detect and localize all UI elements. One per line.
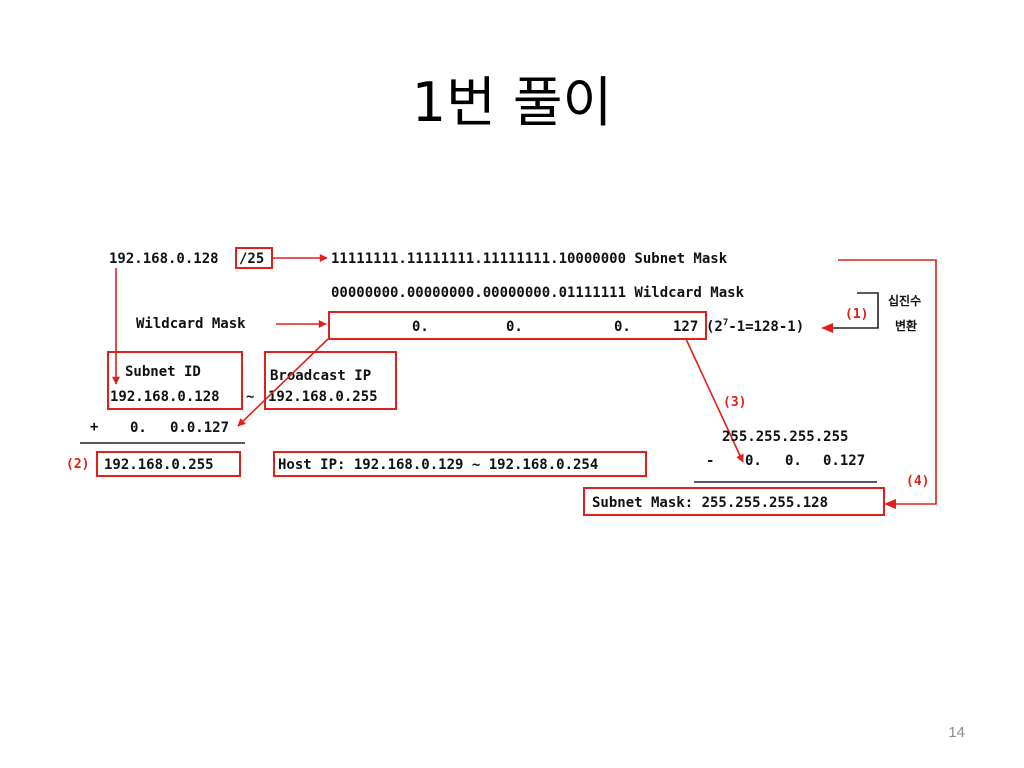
decimal-convert-line2: 변환	[895, 318, 917, 333]
step4-arrowhead	[884, 499, 896, 509]
range-tilde: ~	[246, 389, 254, 405]
subnet-id-value: 192.168.0.128	[110, 389, 220, 405]
arrow-wildcard-to-subtraction	[685, 338, 744, 463]
wildcard-mask-binary: 00000000.00000000.00000000.01111111 Wild…	[331, 285, 745, 301]
broadcast-ip-box	[264, 351, 397, 410]
ip-cidr-prefix: 192.168.0.128	[109, 251, 219, 267]
broadcast-ip-value: 192.168.0.255	[268, 389, 378, 405]
wildcard-octet1: 0.	[412, 319, 429, 335]
wildcard-formula-prefix: (2	[706, 319, 723, 335]
minus-sign: -	[706, 453, 714, 469]
host-ip-box	[273, 451, 647, 477]
subnet-id-box	[107, 351, 243, 410]
host-ip-range: Host IP: 192.168.0.129 ~ 192.168.0.254	[278, 457, 598, 473]
wildcard-mask-label: Wildcard Mask	[136, 316, 246, 332]
decimal-convert-line1: 십진수	[888, 293, 921, 308]
decimal-convert-bracket	[833, 292, 879, 329]
add-octet1: 0.	[130, 420, 147, 436]
plus-sign: +	[90, 419, 98, 435]
arrow-wildcard-to-addition	[237, 338, 329, 427]
subnet-mask-result-box	[583, 487, 885, 516]
step4-label: (4)	[906, 474, 929, 489]
all-ones-mask: 255.255.255.255	[722, 429, 848, 445]
sub-rest: 0.127	[823, 453, 865, 469]
ip-cidr-suffix: /25	[239, 251, 264, 267]
wildcard-octet3: 0.	[614, 319, 631, 335]
step2-label: (2)	[66, 457, 89, 472]
broadcast-result: 192.168.0.255	[104, 457, 214, 473]
step3-label: (3)	[723, 395, 746, 410]
wildcard-formula: (27-1=128-1)	[706, 318, 804, 335]
decimal-convert-arrowhead	[821, 323, 833, 333]
wildcard-formula-exponent: 7	[723, 318, 728, 328]
step4-connector	[838, 259, 937, 505]
slide-title: 1번 풀이	[411, 71, 613, 134]
wildcard-formula-suffix: -1=128-1)	[728, 319, 804, 335]
subnet-mask-binary: 11111111.11111111.11111111.10000000 Subn…	[331, 251, 728, 267]
add-rest: 0.0.127	[170, 420, 229, 436]
sub-octet2: 0.	[785, 453, 802, 469]
step1-label: (1)	[845, 307, 868, 322]
subnet-id-label: Subnet ID	[125, 364, 201, 380]
wildcard-octet4: 127	[673, 319, 698, 335]
sub-octet1: 0.	[745, 453, 762, 469]
wildcard-octet2: 0.	[506, 319, 523, 335]
broadcast-result-box	[96, 451, 241, 477]
broadcast-ip-label: Broadcast IP	[270, 368, 371, 384]
wildcard-decimal-box	[328, 311, 707, 340]
subnet-mask-result: Subnet Mask: 255.255.255.128	[592, 495, 828, 511]
page-number: 14	[948, 724, 965, 741]
